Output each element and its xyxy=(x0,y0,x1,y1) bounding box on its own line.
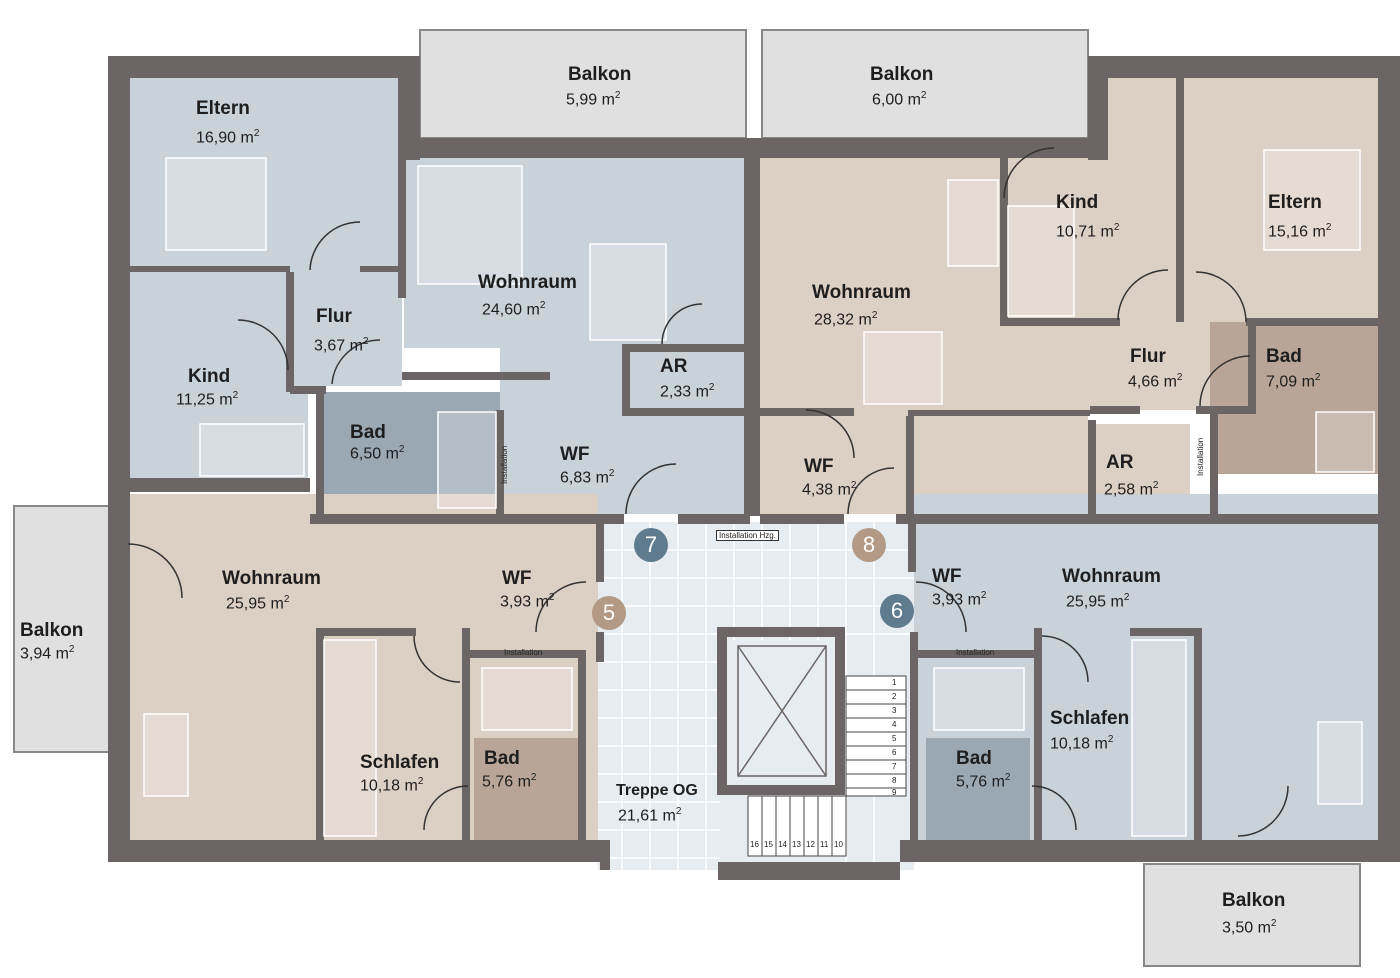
room-area: 3,67 m2 xyxy=(314,336,369,355)
room-area: 10,18 m2 xyxy=(1050,734,1114,753)
room-name: WF xyxy=(560,444,590,465)
room-area: 6,00 m2 xyxy=(872,90,927,109)
room-name: Flur xyxy=(316,306,352,327)
door-swings xyxy=(127,147,1289,837)
room-name: AR xyxy=(1106,452,1134,473)
room-name: Eltern xyxy=(196,98,250,119)
stair-step-number: 4 xyxy=(892,720,897,729)
room-name: Wohnraum xyxy=(478,272,577,293)
room-area: 15,16 m2 xyxy=(1268,222,1332,241)
room-area: 5,99 m2 xyxy=(566,90,621,109)
room-name: Wohnraum xyxy=(222,568,321,589)
room-area: 10,18 m2 xyxy=(360,776,424,795)
stair-step-number: 10 xyxy=(834,840,843,849)
room-area: 5,76 m2 xyxy=(956,772,1011,791)
stairs xyxy=(747,675,907,857)
room-area: 25,95 m2 xyxy=(1066,592,1130,611)
room-area: 25,95 m2 xyxy=(226,594,290,613)
room-name: Kind xyxy=(188,366,231,387)
stair-step-number: 3 xyxy=(892,706,897,715)
room-area: 5,76 m2 xyxy=(482,772,537,791)
room-name: AR xyxy=(660,356,688,377)
room-name: Bad xyxy=(350,422,386,443)
room-area: 7,09 m2 xyxy=(1266,372,1321,391)
stair-step-number: 1 xyxy=(892,678,897,687)
room-area: 2,58 m2 xyxy=(1104,480,1159,499)
installation-hzg-label: Installation Hzg. xyxy=(716,530,779,541)
room-name: Bad xyxy=(1266,346,1302,367)
stair-step-number: 7 xyxy=(892,762,897,771)
room-name: Kind xyxy=(1056,192,1099,213)
room-area: 16,90 m2 xyxy=(196,128,260,147)
room-name: Balkon xyxy=(1222,890,1286,911)
balcony-bottom xyxy=(1143,863,1361,967)
balcony-top-right xyxy=(761,29,1089,139)
installation-label-bottom-right: Installation xyxy=(956,648,995,657)
stair-step-number: 15 xyxy=(764,840,773,849)
furniture xyxy=(143,149,1375,837)
room-area: 3,93 m2 xyxy=(500,592,555,611)
stair-step-number: 13 xyxy=(792,840,801,849)
apartment-badge-7: 7 xyxy=(634,528,668,562)
room-name: Schlafen xyxy=(1050,708,1130,729)
floor-bad-tr xyxy=(1210,322,1380,474)
room-name: Wohnraum xyxy=(812,282,911,303)
room-name: Balkon xyxy=(568,64,632,85)
walls xyxy=(108,56,1400,880)
room-area: 3,50 m2 xyxy=(1222,918,1277,937)
room-area: 6,50 m2 xyxy=(350,444,405,463)
balcony-top-left xyxy=(419,29,747,139)
room-name: Flur xyxy=(1130,346,1166,367)
apartment-badge-5: 5 xyxy=(592,596,626,630)
room-area: 3,94 m2 xyxy=(20,644,75,663)
stair-step-number: 9 xyxy=(892,788,897,797)
floor-wf-tr xyxy=(760,410,908,514)
stair-step-number: 16 xyxy=(750,840,759,849)
floor-kind-tl xyxy=(130,272,308,478)
room-name: Balkon xyxy=(20,620,84,641)
room-name: WF xyxy=(804,456,834,477)
stair-step-number: 5 xyxy=(892,734,897,743)
floor-wohn-tl xyxy=(404,158,744,348)
floor-bad-bl xyxy=(474,738,578,840)
room-area: 2,33 m2 xyxy=(660,382,715,401)
room-name: Balkon xyxy=(870,64,934,85)
room-name: Eltern xyxy=(1268,192,1322,213)
room-area: 3,93 m2 xyxy=(932,590,987,609)
room-name: Bad xyxy=(484,748,520,769)
floor-eltern-tr xyxy=(1184,78,1380,322)
stair-step-number: 2 xyxy=(892,692,897,701)
room-area: 4,66 m2 xyxy=(1128,372,1183,391)
stair-step-number: 14 xyxy=(778,840,787,849)
room-name: Treppe OG xyxy=(616,782,698,799)
room-area: 28,32 m2 xyxy=(814,310,878,329)
room-name: Schlafen xyxy=(360,752,440,773)
room-name: Wohnraum xyxy=(1062,566,1161,587)
elevator-shaft xyxy=(737,645,827,777)
apartment-badge-8: 8 xyxy=(852,528,886,562)
floor-flur-tl xyxy=(290,268,402,386)
apartment-badge-6: 6 xyxy=(880,594,914,628)
room-name: WF xyxy=(502,568,532,589)
room-area: 6,83 m2 xyxy=(560,468,615,487)
installation-label-bottom-left: Installation xyxy=(504,648,543,657)
installation-label-top-right: Installation xyxy=(1196,437,1205,476)
stair-step-number: 8 xyxy=(892,776,897,785)
room-name: WF xyxy=(932,566,962,587)
floor-eltern-tl xyxy=(130,78,398,268)
room-area: 24,60 m2 xyxy=(482,300,546,319)
room-area: 11,25 m2 xyxy=(176,390,239,409)
stair-step-number: 12 xyxy=(806,840,815,849)
room-area: 10,71 m2 xyxy=(1056,222,1120,241)
floor-ar-tl xyxy=(628,350,740,410)
balcony-left xyxy=(13,505,111,753)
room-area: 21,61 m2 xyxy=(618,806,682,825)
room-area: 4,38 m2 xyxy=(802,480,857,499)
stair-step-number: 6 xyxy=(892,748,897,757)
floor-bad-br xyxy=(926,738,1030,840)
room-name: Bad xyxy=(956,748,992,769)
stair-step-number: 11 xyxy=(820,840,829,849)
installation-label-top-left: Installation xyxy=(500,445,509,484)
